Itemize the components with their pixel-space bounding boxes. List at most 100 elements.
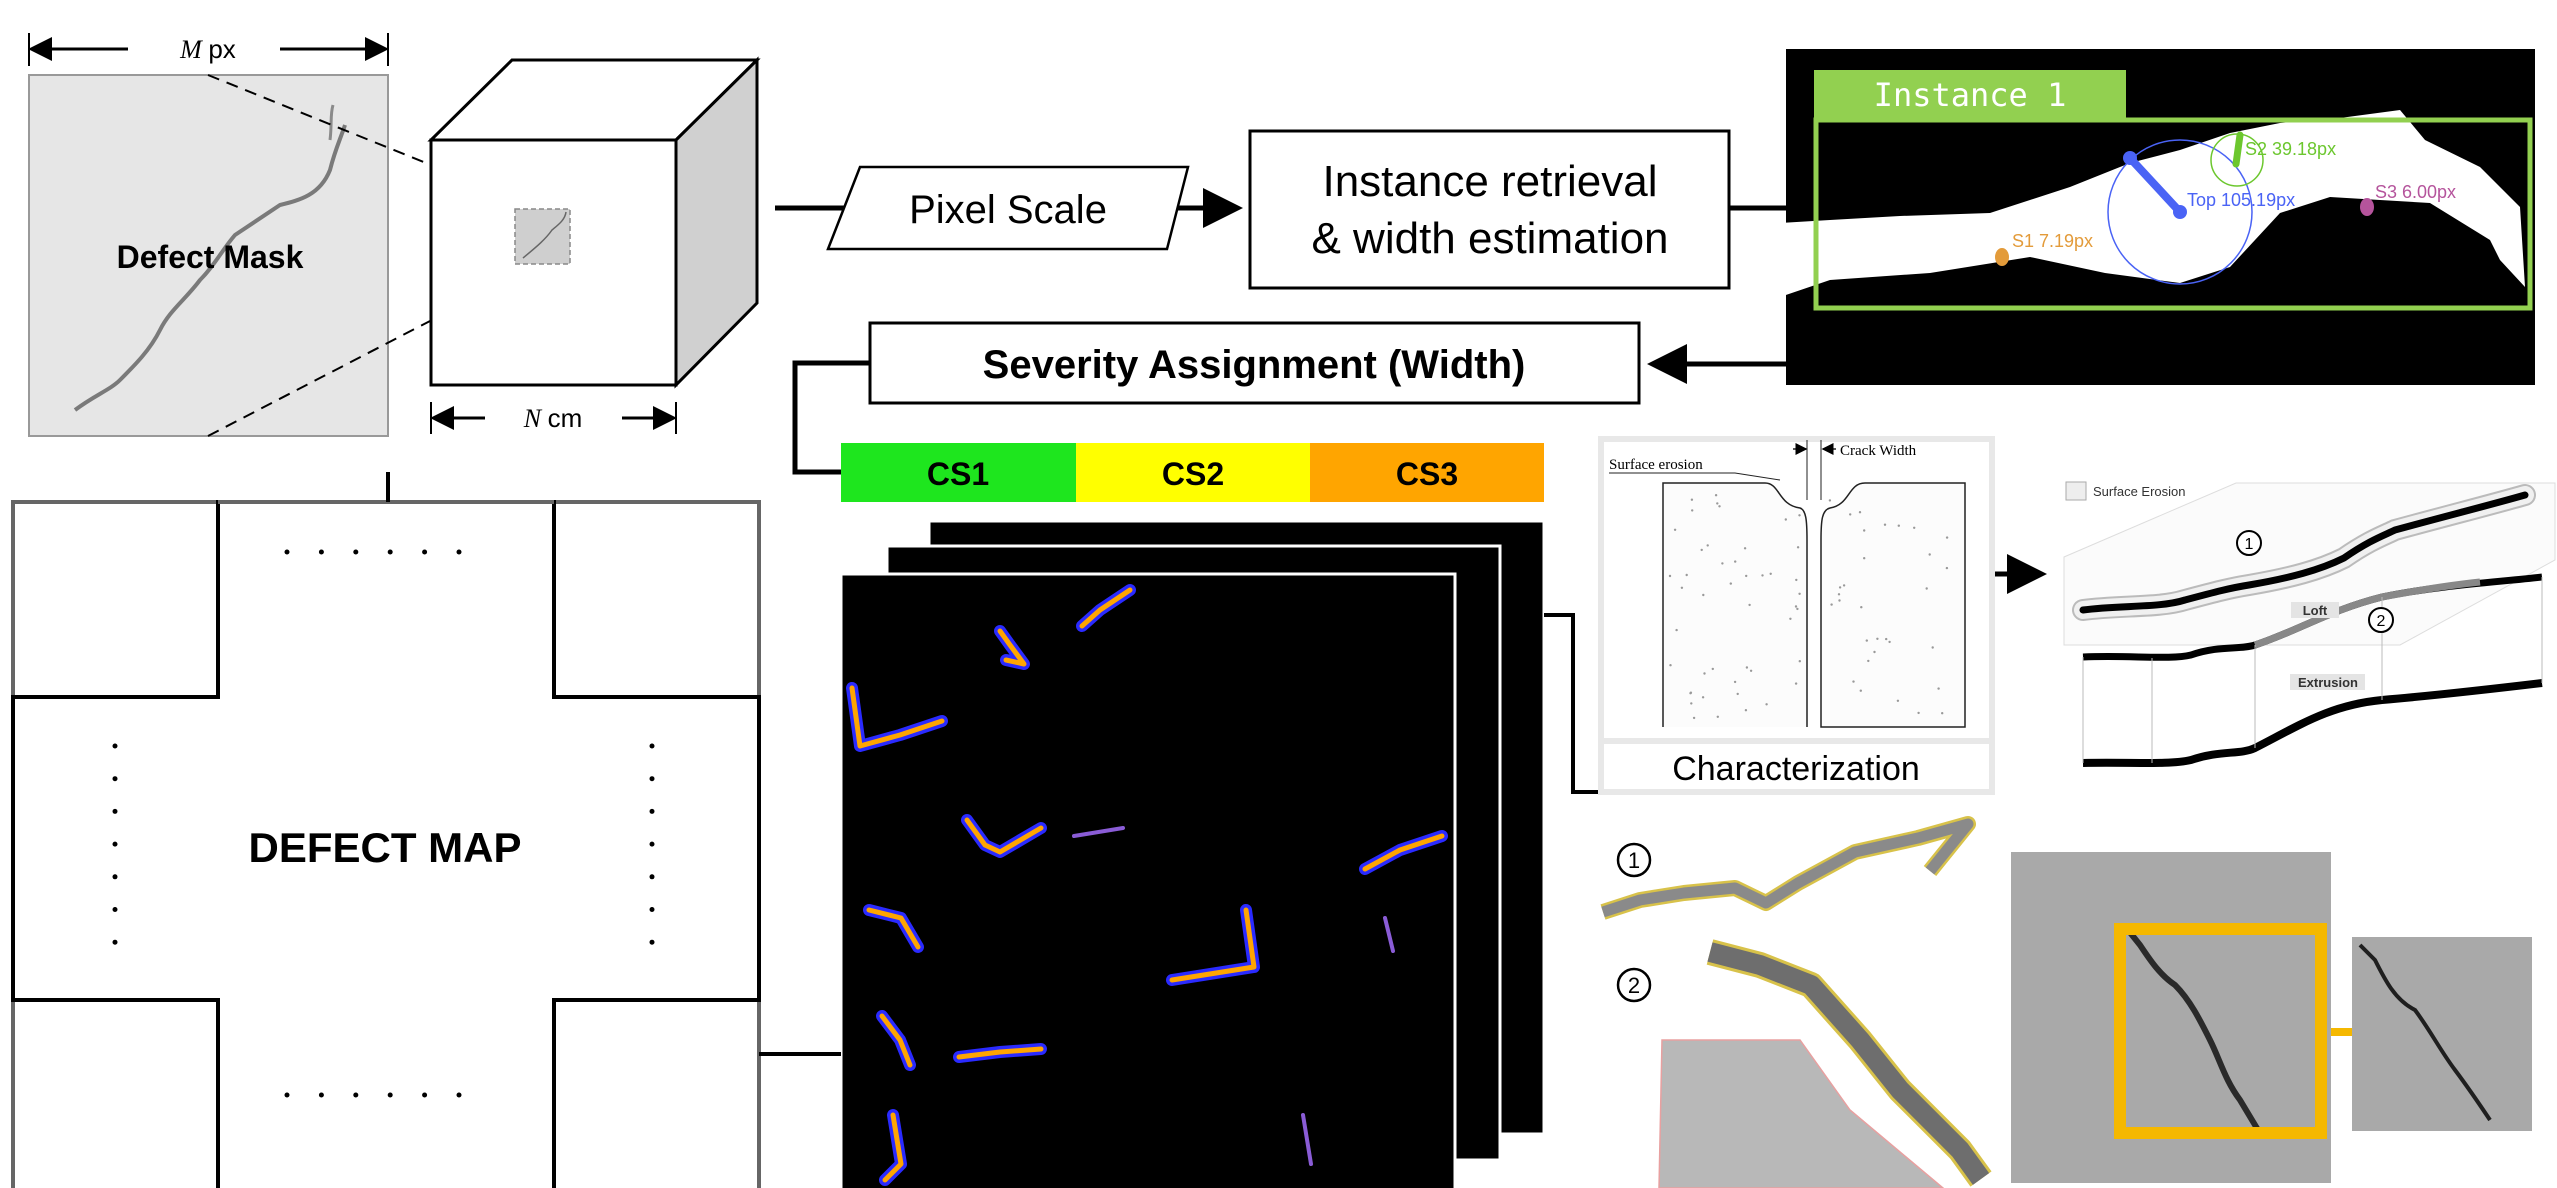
- ellipsis-dot: [318, 549, 324, 555]
- bottom-marker-1: 1: [1628, 848, 1640, 873]
- surface-erosion-legend: Surface Erosion: [2093, 484, 2186, 499]
- mask-crack-small: [328, 104, 335, 141]
- defect-mask-image: [28, 74, 389, 437]
- aggregate-speck: [1945, 566, 1949, 570]
- cs3-label: CS3: [1396, 456, 1458, 492]
- ellipsis-dot: [649, 939, 655, 945]
- cs2-label: CS2: [1162, 456, 1224, 492]
- crack-core: [1169, 907, 1257, 983]
- aggregate-speck: [1701, 696, 1705, 699]
- aggregate-speck: [1669, 664, 1672, 667]
- severity-assignment-label: Severity Assignment (Width): [983, 343, 1526, 387]
- aggregate-speck: [1692, 716, 1696, 720]
- instance-retrieval-label-1: Instance retrieval: [1322, 157, 1657, 206]
- aggregate-speck: [1680, 586, 1684, 589]
- aggregate-speck: [1769, 572, 1772, 575]
- marker-2: 2: [2377, 613, 2386, 630]
- aggregate-speck: [1838, 586, 1842, 589]
- crack-instance-mask: [1780, 110, 2525, 297]
- top-width-circle: [2107, 139, 2253, 285]
- characterization-label: Characterization: [1672, 750, 1920, 788]
- crack-core: [997, 628, 1027, 667]
- ellipsis-dot: [422, 1092, 428, 1098]
- cs2-segment: [1076, 443, 1310, 502]
- aggregate-speck: [1711, 667, 1715, 671]
- aggregate-speck: [1718, 505, 1721, 508]
- aggregate-speck: [1714, 494, 1718, 497]
- s2-label: S2 39.18px: [2245, 139, 2336, 159]
- ellipsis-dot: [112, 939, 118, 945]
- crack-core: [964, 817, 1044, 855]
- aggregate-speck: [1796, 607, 1799, 611]
- aggregate-speck: [1885, 637, 1888, 641]
- aggregate-speck: [1876, 637, 1879, 640]
- ellipsis-dot: [112, 743, 118, 749]
- mask-region: [514, 208, 571, 265]
- aggregate-speck: [1865, 639, 1869, 642]
- crack-core: [956, 1046, 1044, 1060]
- aggregate-speck: [1873, 650, 1876, 654]
- aggregate-speck: [1690, 702, 1693, 705]
- aggregate-speck: [1796, 546, 1800, 549]
- photo-crop-crack: [2358, 943, 2492, 1122]
- aggregate-speck: [1795, 578, 1798, 582]
- ellipsis-dot: [318, 1092, 324, 1098]
- aggregate-speck: [1689, 692, 1692, 695]
- top-width-label: Top 105.19px: [2187, 190, 2295, 210]
- ellipsis-dot: [456, 549, 462, 555]
- aggregate-speck: [1838, 599, 1841, 602]
- svg-text:M px: M px: [179, 34, 236, 64]
- mask-width-dimension: M px: [28, 33, 389, 66]
- crack-extrusion-path: [2082, 679, 2543, 767]
- s3-point: [2360, 198, 2374, 216]
- crack-core: [849, 685, 945, 749]
- s1-point: [1995, 248, 2009, 266]
- ellipsis-dot: [649, 776, 655, 782]
- aggregate-speck: [1729, 582, 1733, 585]
- connector-maps-characterization: [1544, 613, 1598, 794]
- severity-map-stack: [839, 519, 1546, 1188]
- s1-label: S1 7.19px: [2012, 231, 2093, 251]
- defect-map-dots: [112, 549, 655, 1098]
- aggregate-speck: [1830, 603, 1833, 606]
- ellipsis-dot: [112, 808, 118, 814]
- marker-2-circle: [2368, 607, 2394, 633]
- crack-core: [1362, 833, 1445, 872]
- aggregate-speck: [1937, 687, 1940, 690]
- mesh-detail-2: 2: [1616, 939, 1992, 1188]
- ellipsis-dot: [284, 549, 290, 555]
- aggregate-speck: [1668, 574, 1672, 578]
- instance-retrieval-label-2: & width estimation: [1311, 214, 1668, 263]
- instance-title-bg: [1814, 70, 2126, 118]
- connector-severity-cs: [792, 360, 870, 475]
- ellipsis-dot: [353, 549, 359, 555]
- defect-map: DEFECT MAP: [11, 500, 761, 1188]
- crack-outline: [1072, 826, 1125, 838]
- photo-crack: [2125, 928, 2261, 1132]
- aggregate-speck: [1744, 709, 1748, 712]
- crack-core: [879, 1013, 913, 1068]
- severity-cracks: [846, 584, 1448, 1186]
- ellipsis-dot: [353, 1092, 359, 1098]
- aggregate-speck: [1852, 680, 1855, 683]
- aggregate-speck: [1745, 666, 1749, 669]
- aggregate-speck: [1784, 518, 1788, 521]
- ellipsis-dot: [112, 841, 118, 847]
- crack-photo-crop: [2352, 937, 2532, 1131]
- aggregate-speck: [1716, 502, 1719, 505]
- ellipsis-dot: [112, 907, 118, 912]
- crack-core: [1079, 587, 1133, 629]
- aggregate-speck: [1702, 593, 1705, 597]
- mask-width-var: M: [179, 35, 203, 64]
- condition-state-bar: CS1 CS2 CS3: [841, 443, 1544, 502]
- cs3-segment: [1310, 443, 1544, 502]
- aggregate-speck: [1685, 573, 1688, 577]
- aggregate-speck: [1928, 553, 1931, 556]
- instance-bbox: [1813, 117, 2533, 311]
- top-point-a: [2123, 151, 2137, 165]
- aggregate-speck: [1733, 680, 1737, 684]
- marker-1: 1: [2245, 536, 2254, 553]
- aggregate-speck: [1913, 526, 1916, 529]
